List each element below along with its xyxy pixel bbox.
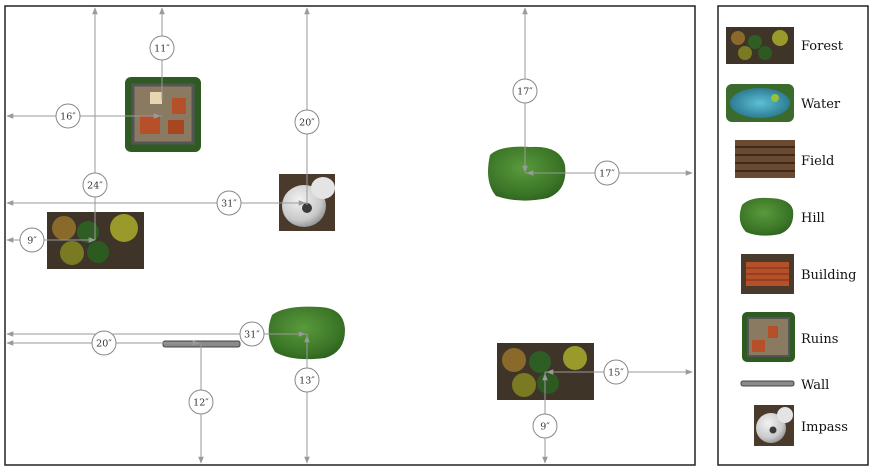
legend-item-wall: Wall [740, 378, 829, 393]
legend-item-building: Building [741, 254, 856, 294]
legend-item-hill: Hill [739, 197, 825, 236]
measure-badge-wall-left: 20″ [91, 330, 117, 356]
legend-frame [717, 5, 869, 466]
measure-badge-impass-top: 20″ [294, 109, 320, 135]
ruins-terrain[interactable] [125, 77, 201, 152]
legend-label-wall: Wall [801, 378, 829, 393]
measure-badge-hill-bottom-bottom: 13″ [294, 367, 320, 393]
legend-item-field: Field [735, 140, 834, 178]
ruins-icon [742, 312, 795, 362]
svg-text:16″: 16″ [60, 112, 76, 123]
svg-text:31″: 31″ [244, 330, 260, 341]
svg-text:11″: 11″ [154, 44, 170, 55]
svg-text:17″: 17″ [517, 87, 533, 98]
svg-text:24″: 24″ [87, 181, 103, 192]
svg-text:31″: 31″ [221, 199, 237, 210]
measure-badge-forest-left: 9″ [19, 227, 45, 253]
hill-terrain-bottom[interactable] [268, 306, 345, 360]
svg-text:20″: 20″ [299, 118, 315, 129]
svg-text:9″: 9″ [27, 236, 37, 247]
impass-icon [754, 405, 794, 446]
svg-text:15″: 15″ [608, 368, 624, 379]
legend-label-building: Building [801, 268, 856, 283]
legend-item-impass: Impass [754, 405, 848, 446]
svg-text:13″: 13″ [299, 376, 315, 387]
measure-badge-forest-top: 24″ [82, 172, 108, 198]
legend-item-ruins: Ruins [742, 312, 838, 362]
measure-badge-ruins-left: 16″ [55, 103, 81, 129]
wall-icon [740, 380, 795, 387]
measure-badge-impass-left: 31″ [216, 190, 242, 216]
field-icon [735, 140, 795, 178]
svg-text:12″: 12″ [193, 398, 209, 409]
measure-badge-hill-right-right: 17″ [594, 160, 620, 186]
legend-label-water: Water [801, 97, 841, 112]
legend-item-water: Water [726, 84, 841, 122]
water-icon [726, 84, 794, 122]
hill-terrain-right[interactable] [488, 146, 566, 201]
measure-badge-forest-br-bottom: 9″ [532, 413, 558, 439]
legend-label-impass: Impass [801, 420, 848, 435]
hill-icon [739, 197, 794, 236]
measure-badge-hill-bottom-left: 31″ [239, 321, 265, 347]
forest-icon [726, 27, 794, 64]
legend-item-forest: Forest [726, 27, 844, 64]
measure-badge-wall-bottom: 12″ [188, 389, 214, 415]
legend-label-hill: Hill [801, 211, 825, 226]
center-arrowheads [60, 113, 600, 410]
legend-label-forest: Forest [801, 39, 844, 54]
measure-badge-hill-right-top: 17″ [512, 78, 538, 104]
svg-text:9″: 9″ [540, 422, 550, 433]
legend-label-field: Field [801, 154, 834, 169]
measure-badge-forest-br-right: 15″ [603, 359, 629, 385]
building-icon [741, 254, 794, 294]
measure-badge-ruins-top: 11″ [149, 35, 175, 61]
svg-text:20″: 20″ [96, 339, 112, 350]
legend-label-ruins: Ruins [801, 332, 838, 347]
svg-text:17″: 17″ [599, 169, 615, 180]
